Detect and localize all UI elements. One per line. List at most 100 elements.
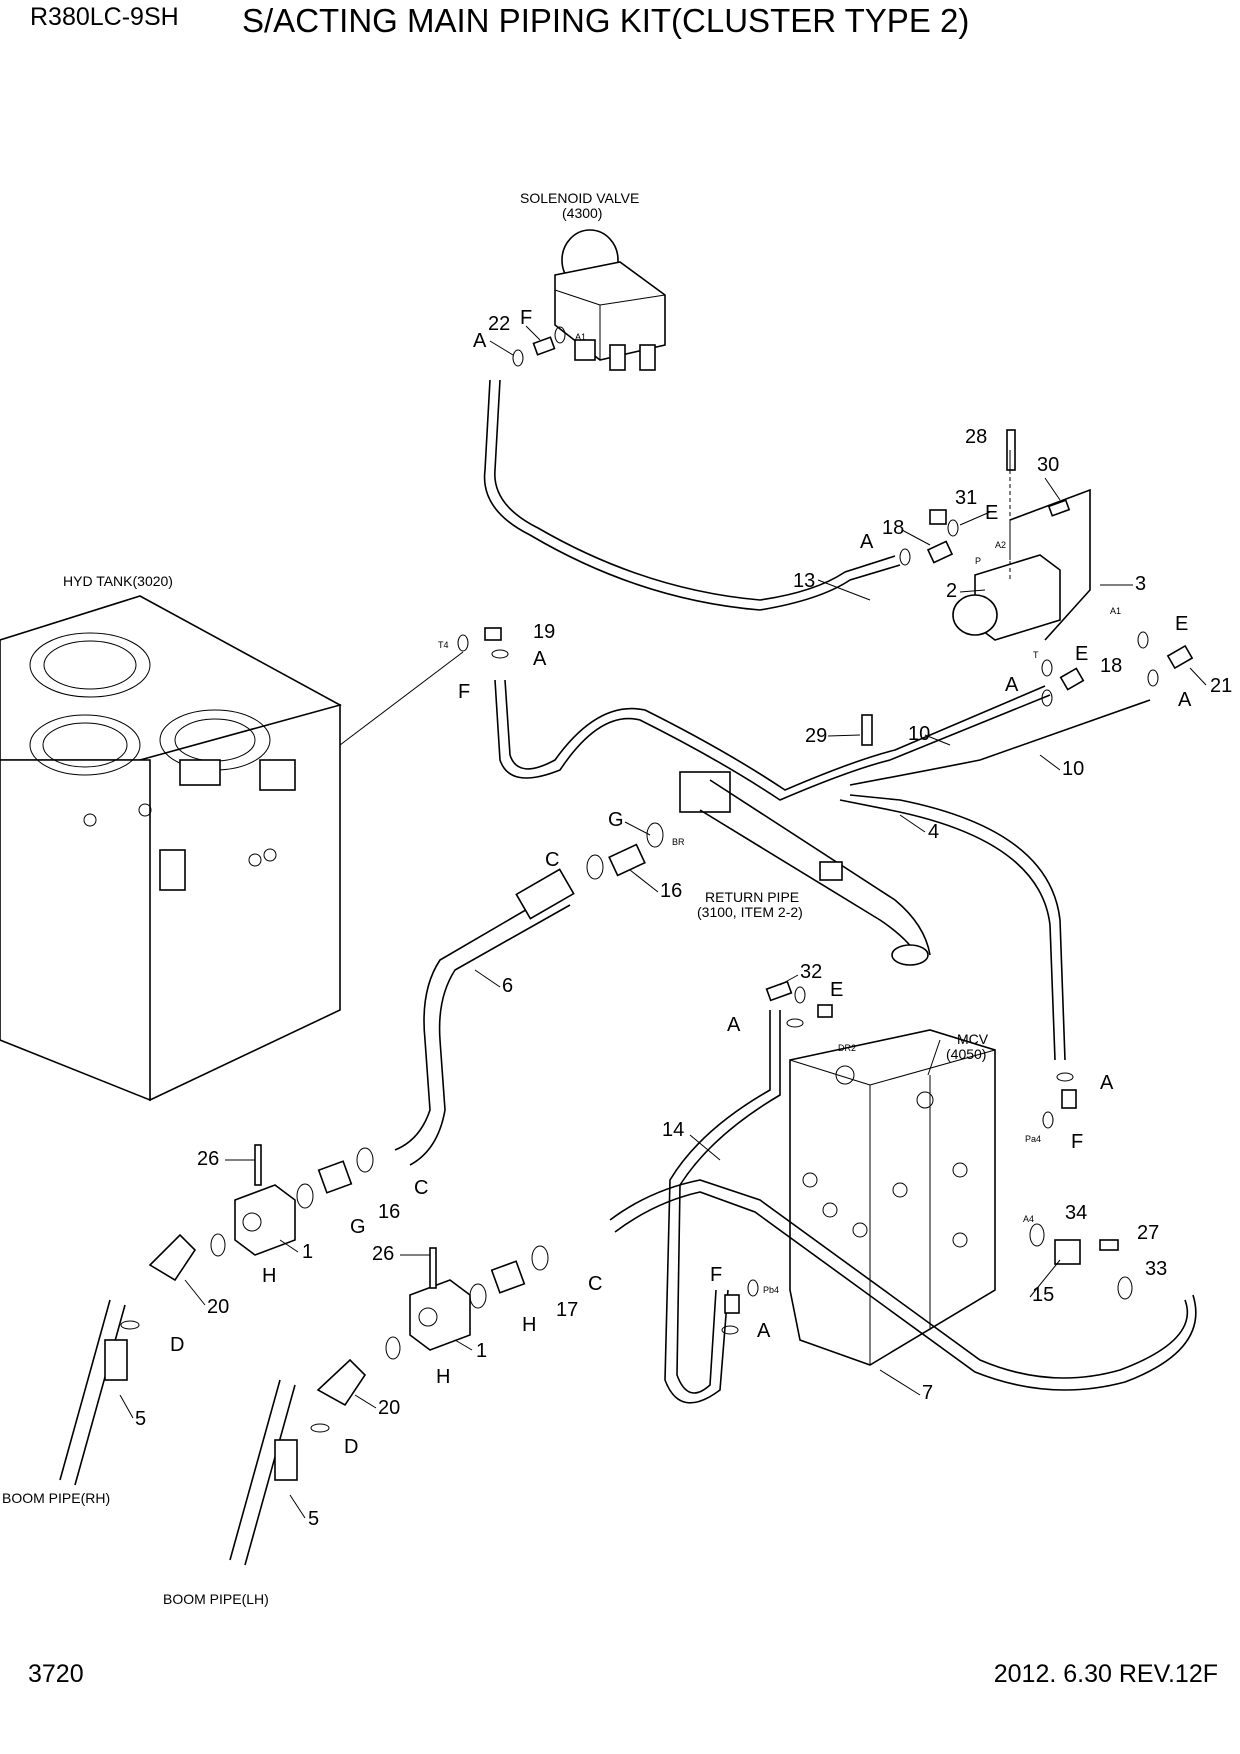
callout-f: F (710, 1264, 722, 1286)
callout-13: 13 (793, 570, 815, 592)
revision-date: 2012. 6.30 REV.12F (993, 1660, 1218, 1688)
callout-10: 10 (1062, 758, 1084, 780)
port-a1-block: A1 (1110, 606, 1121, 616)
callout-a: A (533, 648, 547, 670)
callout-e: E (1075, 643, 1088, 665)
hose-6 (394, 868, 575, 1166)
solenoid-valve-label: SOLENOID VALVE (520, 190, 639, 206)
o-rings (120, 326, 1159, 1433)
page-number: 3720 (28, 1660, 84, 1688)
callout-29: 29 (805, 725, 827, 747)
callout-18: 18 (882, 517, 904, 539)
boom-pipe-rh-label: BOOM PIPE(RH) (2, 1490, 110, 1506)
hose-solenoid-to-valve (483, 379, 901, 611)
hose-10-pair (494, 679, 1151, 1061)
callout-10: 10 (908, 723, 930, 745)
callout-a: A (1100, 1072, 1114, 1094)
callout-c: C (545, 849, 559, 871)
callout-e: E (1175, 613, 1188, 635)
boom-hoses (59, 1299, 296, 1566)
port-p: P (975, 556, 981, 566)
port-pb4: Pb4 (763, 1285, 779, 1295)
port-a2: A2 (995, 540, 1006, 550)
mcv-block (789, 1029, 996, 1366)
callout-14: 14 (662, 1119, 684, 1141)
callout-18: 18 (1100, 655, 1122, 677)
callout-2: 2 (946, 580, 957, 602)
callout-h: H (436, 1366, 450, 1388)
callout-g: G (350, 1216, 366, 1238)
callout-27: 27 (1137, 1222, 1159, 1244)
callout-f: F (1071, 1131, 1083, 1153)
hose-14 (664, 1010, 781, 1404)
callout-5: 5 (135, 1408, 146, 1430)
callouts: 22 F A 28 30 31 E 18 A 13 2 3 E 21 A E 1… (135, 307, 1232, 1530)
callout-1: 1 (302, 1241, 313, 1263)
hose-7 (609, 1179, 1197, 1391)
port-pa4: Pa4 (1025, 1134, 1041, 1144)
solenoid-valve-ref: (4300) (562, 205, 602, 221)
callout-6: 6 (502, 975, 513, 997)
mcv-ref: (4050) (946, 1046, 986, 1062)
callout-a: A (757, 1320, 771, 1342)
callout-a: A (473, 330, 487, 352)
port-a1-solenoid: A1 (575, 332, 586, 342)
callout-16: 16 (660, 880, 682, 902)
callout-30: 30 (1037, 454, 1059, 476)
hyd-tank-label: HYD TANK(3020) (63, 573, 173, 589)
callout-f: F (458, 681, 470, 703)
callout-d: D (344, 1436, 358, 1458)
model-number: R380LC-9SH (30, 3, 179, 31)
return-pipe-ref: (3100, ITEM 2-2) (697, 904, 803, 920)
callout-20: 20 (207, 1296, 229, 1318)
valve-block (952, 470, 1091, 641)
callout-a: A (727, 1014, 741, 1036)
solenoid-valve (554, 229, 666, 371)
page-title: S/ACTING MAIN PIPING KIT(CLUSTER TYPE 2) (242, 2, 970, 39)
callout-20: 20 (378, 1397, 400, 1419)
callout-g: G (608, 809, 624, 831)
boom-pipe-lh-label: BOOM PIPE(LH) (163, 1591, 269, 1607)
port-a4: A4 (1023, 1214, 1034, 1224)
callout-e: E (830, 979, 843, 1001)
block-1a (234, 1184, 296, 1256)
callout-5: 5 (308, 1508, 319, 1530)
fittings (104, 336, 1194, 1481)
callout-f: F (520, 307, 532, 329)
callout-a: A (1005, 674, 1019, 696)
callout-1: 1 (476, 1340, 487, 1362)
callout-e: E (985, 502, 998, 524)
callout-21: 21 (1210, 675, 1232, 697)
leader-lines (119, 325, 1207, 1519)
callout-d: D (170, 1334, 184, 1356)
callout-h: H (262, 1265, 276, 1287)
block-1b (409, 1279, 471, 1351)
callout-26: 26 (372, 1243, 394, 1265)
callout-c: C (414, 1177, 428, 1199)
callout-17: 17 (556, 1299, 578, 1321)
return-pipe (679, 771, 931, 966)
callout-4: 4 (928, 821, 939, 843)
callout-3: 3 (1135, 573, 1146, 595)
return-pipe-label: RETURN PIPE (705, 889, 799, 905)
callout-34: 34 (1065, 1202, 1087, 1224)
mcv-label: MCV (957, 1031, 989, 1047)
port-br: BR (672, 837, 685, 847)
callout-22: 22 (488, 313, 510, 335)
callout-33: 33 (1145, 1258, 1167, 1280)
callout-15: 15 (1032, 1284, 1054, 1306)
port-dr2: DR2 (838, 1043, 856, 1053)
callout-a: A (860, 531, 874, 553)
callout-a: A (1178, 689, 1192, 711)
callout-c: C (588, 1273, 602, 1295)
port-t: T (1033, 650, 1039, 660)
callout-7: 7 (922, 1382, 933, 1404)
hyd-tank (0, 595, 342, 1102)
callout-16: 16 (378, 1201, 400, 1223)
callout-19: 19 (533, 621, 555, 643)
callout-32: 32 (800, 961, 822, 983)
callout-26: 26 (197, 1148, 219, 1170)
callout-31: 31 (955, 487, 977, 509)
port-t4: T4 (438, 640, 449, 650)
